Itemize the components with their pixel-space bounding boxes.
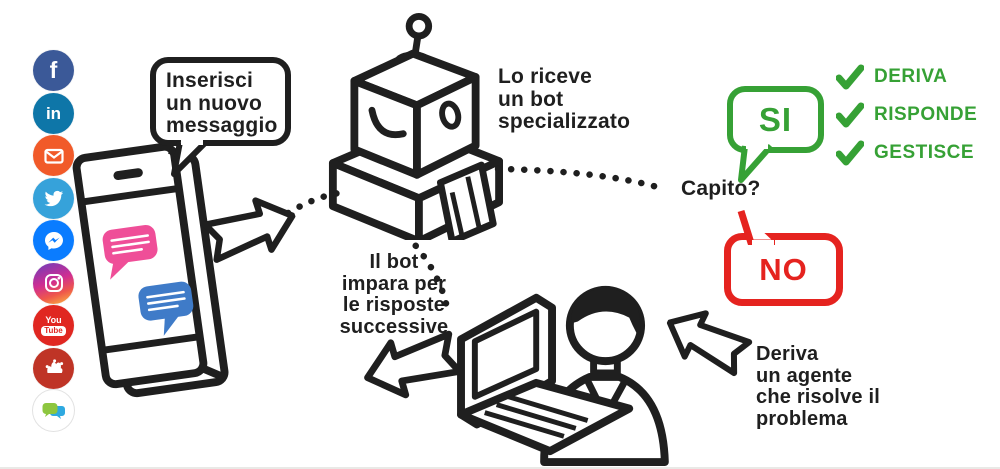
yes-bubble-tail <box>738 144 774 183</box>
yes-speech-bubble: SI <box>727 86 824 183</box>
new-message-speech-bubble: Inserisci un nuovo messaggio <box>150 57 291 177</box>
messenger-bolt-icon <box>44 231 63 250</box>
bot-label-line-1: Lo riceve <box>498 65 593 88</box>
arrow-phone-to-bot <box>198 185 306 277</box>
bot-label-line-3: specializzato <box>498 110 631 134</box>
check-row-risponde: RISPONDE <box>836 100 977 130</box>
robot-icon <box>328 12 503 246</box>
smartphone-illustration <box>58 133 241 413</box>
jester-hat-social-icon[interactable] <box>33 347 74 389</box>
block-arrow-icon <box>666 310 753 377</box>
agent-resolves-label: Deriva un agente che risolve il problema <box>756 343 880 430</box>
dotted-path-robot-to-question <box>494 165 668 193</box>
robot-eye <box>439 100 462 130</box>
instagram-icon[interactable] <box>33 262 74 304</box>
message-line-2: un nuovo <box>166 91 263 115</box>
check-icon <box>836 140 864 166</box>
email-icon[interactable] <box>33 135 74 176</box>
agent-at-laptop-illustration <box>438 278 673 466</box>
speech-bubble-tail <box>171 140 209 177</box>
check-row-deriva: DERIVA <box>836 62 947 92</box>
linkedin-icon[interactable]: in <box>33 92 74 134</box>
yes-label: SI <box>758 100 793 138</box>
linkedin-glyph: in <box>45 103 62 123</box>
envelope-icon <box>43 148 64 164</box>
check-label-gestisce: GESTISCE <box>874 142 975 163</box>
no-speech-bubble: NO <box>724 209 843 306</box>
no-bubble-tail <box>737 209 775 245</box>
facebook-glyph: f <box>49 57 58 83</box>
block-arrow-icon <box>364 330 463 399</box>
agent-laptop-icon <box>457 285 669 466</box>
phone-speaker <box>113 168 143 180</box>
block-arrow-icon <box>202 197 296 263</box>
check-label-deriva: DERIVA <box>874 66 948 87</box>
check-label-risponde: RISPONDE <box>874 104 978 125</box>
facebook-icon[interactable]: f <box>33 50 74 91</box>
agent-label-line-1: Deriva <box>756 343 819 365</box>
learn-label-line-3: le risposte <box>342 294 446 317</box>
bot-label-line-2: un bot <box>498 87 564 111</box>
jester-hat-icon <box>45 359 63 373</box>
learn-label-line-1: Il bot <box>369 251 419 273</box>
agent-label-line-2: un agente <box>756 364 853 387</box>
arrow-no-to-agent <box>652 294 758 390</box>
social-icons-column: f in <box>33 50 74 432</box>
learn-label-line-2: impara per <box>341 272 447 295</box>
check-row-gestisce: GESTISCE <box>836 138 974 168</box>
robot-illustration <box>327 4 503 246</box>
agent-label-line-4: problema <box>756 407 848 430</box>
youtube-text-top: You <box>45 314 62 325</box>
check-icon <box>836 64 864 90</box>
check-icon <box>836 102 864 128</box>
bot-receives-label: Lo riceve un bot specializzato <box>498 65 631 134</box>
instagram-camera-icon <box>44 274 63 292</box>
arrow-agent-to-bot-learning <box>355 322 470 414</box>
learn-label-line-4: successive <box>339 315 449 338</box>
message-line-1: Inserisci <box>166 69 254 92</box>
agent-label-line-3: che risolve il <box>756 386 880 409</box>
youtube-text-bottom: Tube <box>41 325 66 336</box>
chat-bubbles-icon <box>42 402 65 419</box>
livechat-social-icon[interactable] <box>33 390 74 431</box>
robot-smile <box>368 106 407 139</box>
no-label: NO <box>759 251 808 287</box>
message-line-3: messaggio <box>166 114 278 138</box>
messenger-icon[interactable] <box>33 220 74 261</box>
smartphone-icon <box>72 142 229 398</box>
twitter-bird-icon <box>44 190 64 206</box>
agent-hair <box>570 288 641 340</box>
twitter-icon[interactable] <box>33 177 74 219</box>
youtube-icon[interactable]: You Tube <box>33 305 74 346</box>
blue-chat-bubble <box>138 281 194 336</box>
